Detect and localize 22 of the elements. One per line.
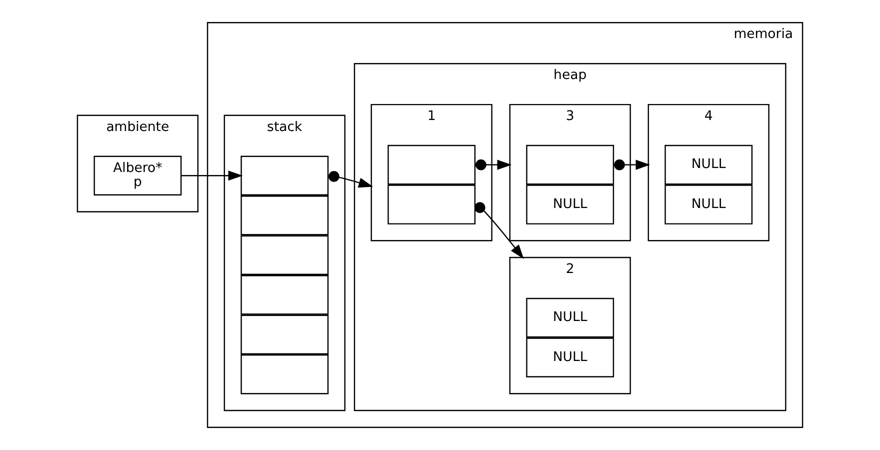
arrow [328, 171, 374, 188]
arrow [181, 170, 243, 181]
node-box: NULL [664, 184, 753, 224]
node-box [240, 156, 329, 196]
node-box: NULL [526, 298, 614, 338]
node-box [240, 314, 329, 354]
node-box: NULL [664, 144, 753, 185]
arrow [614, 159, 650, 170]
node-box: Albero* p [94, 156, 182, 196]
node-box [526, 144, 614, 185]
node-box [388, 184, 476, 224]
node-box [240, 196, 329, 236]
arrow [476, 159, 512, 170]
node-box: NULL [526, 338, 614, 378]
node-box [240, 235, 329, 275]
arrow [474, 202, 524, 259]
cluster: stack [224, 114, 346, 412]
node-box [240, 354, 329, 394]
node-box [388, 144, 476, 185]
cluster: 1 [370, 104, 492, 242]
node-box: NULL [526, 184, 614, 224]
node-box [240, 274, 329, 315]
